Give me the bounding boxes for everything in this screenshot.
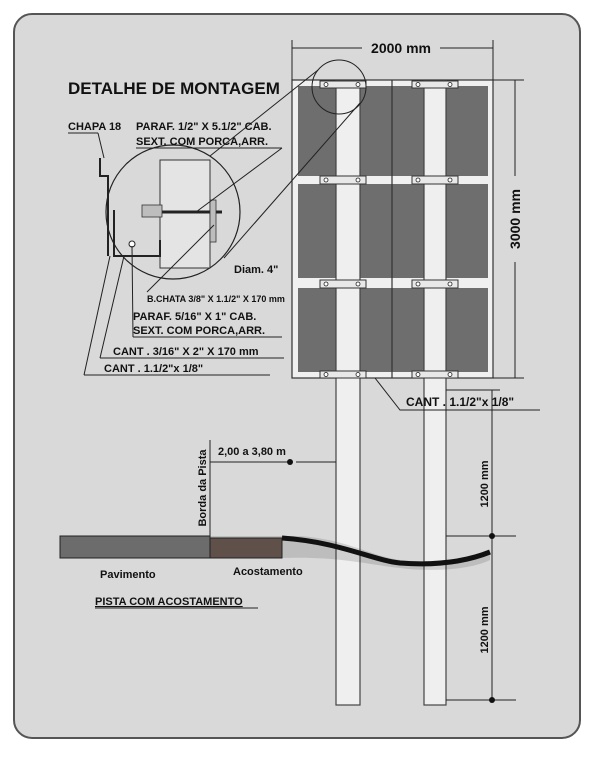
- panel: [298, 86, 336, 176]
- clearance-upper-label: 1200 mm: [479, 460, 491, 507]
- panel: [446, 184, 488, 278]
- width-dimension: [291, 40, 494, 80]
- flat-bar-label: B.CHATA 3/8" X 1.1/2" X 170 mm: [147, 294, 285, 304]
- panel: [298, 184, 336, 278]
- detail-title: DETALHE DE MONTAGEM: [68, 79, 280, 98]
- panel: [446, 86, 488, 176]
- panel: [446, 288, 488, 372]
- bolt-small-label-1: PARAF. 5/16" X 1" CAB.: [133, 311, 256, 323]
- post-left: [335, 79, 361, 706]
- bolt-holes: [323, 82, 453, 377]
- clearance-lower-label: 1200 mm: [479, 606, 491, 653]
- frame-leader: [374, 377, 540, 411]
- sign-board: [291, 79, 494, 379]
- width-label: 2000 mm: [371, 40, 431, 56]
- bolt-small-label-2: SEXT. COM PORCA,ARR.: [133, 325, 265, 337]
- height-label: 3000 mm: [507, 189, 523, 249]
- embankment-slope: [281, 535, 491, 567]
- detail-marker-circle: [311, 59, 367, 115]
- offset-label: 2,00 a 3,80 m: [218, 446, 286, 458]
- bolt-large-label-2: SEXT. COM PORCA,ARR.: [136, 136, 268, 148]
- angle-large-label: CANT . 3/16" X 2" X 170 mm: [113, 346, 259, 358]
- plate-chapa: [99, 158, 109, 256]
- detail-angle: [113, 210, 161, 257]
- shoulder: [209, 537, 283, 559]
- diameter-label: Diam. 4": [234, 264, 278, 276]
- post-right: [423, 79, 447, 706]
- detail-post: [159, 159, 211, 269]
- bolt-large-label-1: PARAF. 1/2" X 5.1/2" CAB.: [136, 121, 272, 133]
- height-dimension: [493, 79, 524, 379]
- road-caption: PISTA COM ACOSTAMENTO: [95, 596, 243, 608]
- road-edge-label: Borda da Pista: [197, 449, 209, 527]
- pavement-label: Pavimento: [100, 569, 156, 581]
- panel: [298, 288, 336, 372]
- frame-label: CANT . 1.1/2"x 1/8": [406, 395, 514, 409]
- shoulder-label: Acostamento: [233, 566, 303, 578]
- clearance-dimension: [446, 389, 516, 701]
- angle-small-label: CANT . 1.1/2"x 1/8": [104, 363, 203, 375]
- clamp-bars: [319, 80, 459, 379]
- plate-label: CHAPA 18: [68, 121, 121, 133]
- detail-magnifier: [105, 144, 241, 280]
